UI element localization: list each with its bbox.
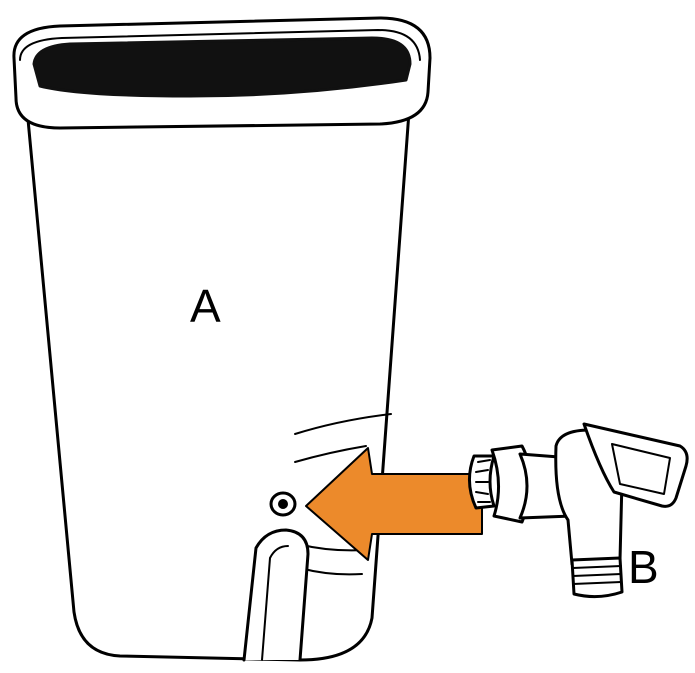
bucket-band-1 — [294, 413, 392, 435]
tap-outlet-thread — [570, 556, 624, 599]
tap-lever-face — [611, 443, 671, 495]
bucket-foot — [242, 528, 310, 662]
bucket-rim-band — [19, 29, 421, 61]
bucket-opening — [32, 36, 412, 98]
label-container: A — [190, 280, 221, 332]
label-tap: B — [628, 541, 659, 593]
bucket-body — [24, 96, 412, 662]
bucket-icon — [12, 16, 432, 662]
tap-icon — [468, 422, 689, 599]
hole-icon — [269, 491, 297, 517]
bucket-band-2 — [294, 445, 367, 463]
tap-lever — [582, 422, 689, 508]
bucket-foot-inner — [261, 545, 289, 661]
